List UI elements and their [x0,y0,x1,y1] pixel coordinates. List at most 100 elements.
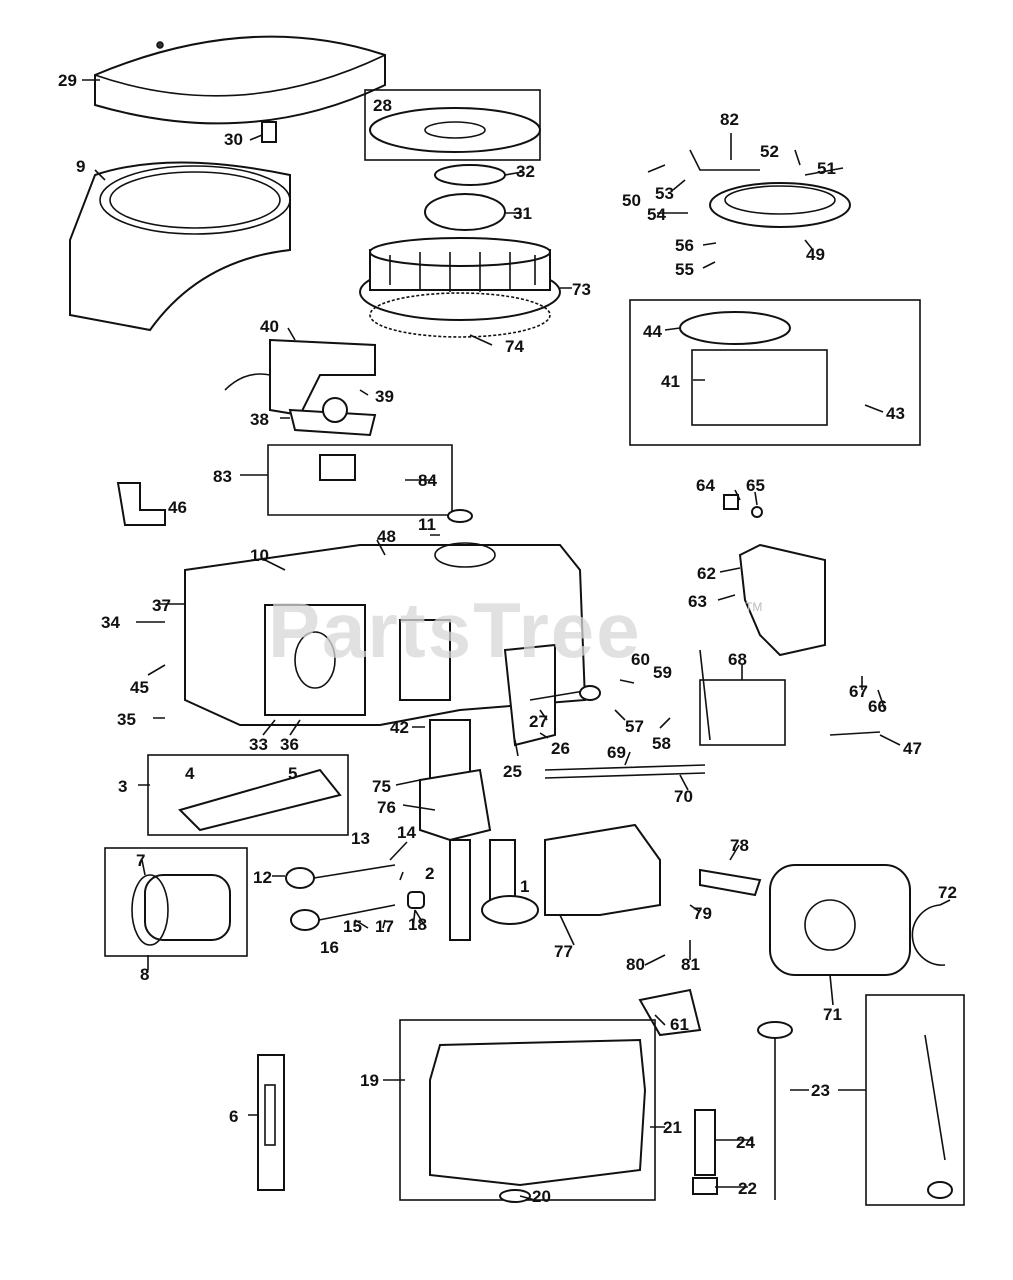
callout-27: 27 [529,712,548,731]
callout-21: 21 [663,1118,682,1137]
part-1-camshaft [481,839,539,925]
callout-41: 41 [661,372,680,391]
callout-28: 28 [373,96,392,115]
callout-66: 66 [868,697,887,716]
part-82-alternator [689,149,851,228]
part-20-plug [499,1189,531,1203]
callout-34: 34 [101,613,120,632]
callout-39: 39 [375,387,394,406]
callout-17: 17 [375,917,394,936]
callout-30: 30 [224,130,243,149]
callout-9: 9 [76,157,86,176]
callout-57: 57 [625,717,644,736]
callout-16: 16 [320,938,339,957]
callout-55: 55 [675,260,694,279]
callout-31: 31 [513,204,532,223]
part-25-gasket [503,643,556,747]
callout-13: 13 [351,829,370,848]
callout-3: 3 [118,777,128,796]
callout-35: 35 [117,710,136,729]
callout-49: 49 [806,245,825,264]
callout-4: 4 [185,764,195,783]
callout-22: 22 [738,1179,757,1198]
callout-78: 78 [730,836,749,855]
callout-79: 79 [693,904,712,923]
callout-84: 84 [418,471,437,490]
callout-46: 46 [168,498,187,517]
part-12-valve [285,864,396,889]
part-69-70-rods [544,764,706,779]
part-27-manifold [529,685,601,701]
part-40-ignition-shield [224,338,376,417]
callout-61: 61 [670,1015,689,1034]
callout-36: 36 [280,735,299,754]
part-10-cylinder-block [184,542,587,726]
callout-59: 59 [653,663,672,682]
callout-80: 80 [626,955,645,974]
callout-73: 73 [572,280,591,299]
callout-48: 48 [377,527,396,546]
part-9-blower-housing [69,161,291,332]
callout-43: 43 [886,404,905,423]
callout-37: 37 [152,596,171,615]
callout-50: 50 [622,191,641,210]
watermark-tm: TM [745,600,763,614]
callout-56: 56 [675,236,694,255]
part-64-65-fasteners [723,494,763,518]
callout-64: 64 [696,476,715,495]
callout-14: 14 [397,823,416,842]
callout-26: 26 [551,739,570,758]
callout-25: 25 [503,762,522,781]
callout-53: 53 [655,184,674,203]
callout-20: 20 [532,1187,551,1206]
part-47-wire [829,731,881,736]
callout-19: 19 [360,1071,379,1090]
callout-24: 24 [736,1133,755,1152]
callout-75: 75 [372,777,391,796]
callout-18: 18 [408,915,427,934]
callout-68: 68 [728,650,747,669]
part-16-valve [290,904,396,931]
callout-7: 7 [136,851,146,870]
part-19-sump [399,1019,656,1201]
callout-76: 76 [377,798,396,817]
part-30-spacer [261,121,277,143]
callout-5: 5 [288,764,298,783]
callout-77: 77 [554,942,573,961]
callout-63: 63 [688,592,707,611]
callout-15: 15 [343,917,362,936]
part-75-crankshaft [419,719,492,941]
part-31-clutch [424,193,506,231]
callout-40: 40 [260,317,279,336]
callout-6: 6 [229,1107,239,1126]
callout-62: 62 [697,564,716,583]
part-28-screen [364,89,541,161]
callout-10: 10 [250,546,269,565]
callout-1: 1 [520,877,530,896]
part-18-plug [407,891,425,909]
part-8-piston-box [104,847,248,957]
part-44-41-kit-box [629,299,921,446]
callout-12: 12 [253,868,272,887]
watermark: PartsTree [268,586,642,674]
callout-47: 47 [903,739,922,758]
callout-71: 71 [823,1005,842,1024]
part-74-ring-gear [369,292,551,338]
callout-69: 69 [607,743,626,762]
callout-51: 51 [817,159,836,178]
leader-lines [82,79,951,1201]
callout-74: 74 [505,337,524,356]
part-62-bracket [738,543,826,657]
callout-29: 29 [58,71,77,90]
callout-60: 60 [631,650,650,669]
part-72-clip [911,904,946,966]
part-23-kit-box [865,994,965,1206]
callout-32: 32 [516,162,535,181]
part-77-bracket [544,823,661,916]
part-3-rod-box [147,754,349,836]
callout-65: 65 [746,476,765,495]
part-23-dipstick [757,1021,793,1200]
callout-45: 45 [130,678,149,697]
callout-82: 82 [720,110,739,129]
